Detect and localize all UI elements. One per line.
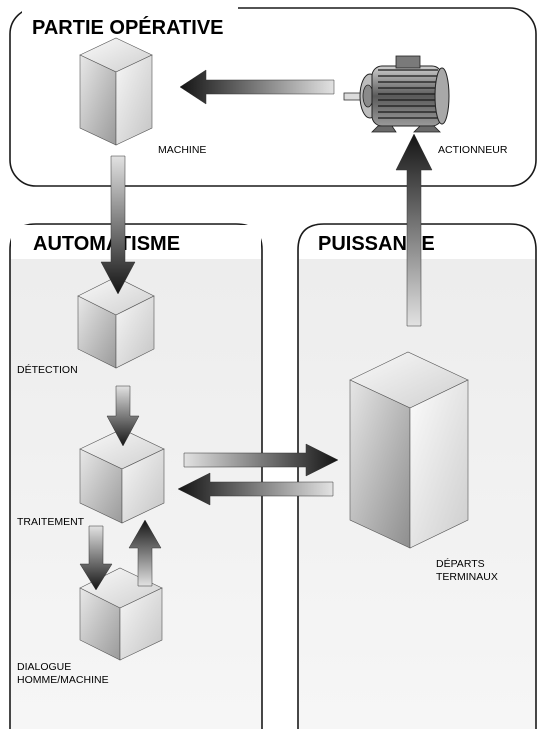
dialogue-label-line2: HOMME/MACHINE <box>17 674 109 686</box>
arrow-actionneur-to-machine <box>179 69 335 105</box>
electric-motor-icon <box>343 55 450 133</box>
arrow-departs-to-traitement <box>177 472 334 506</box>
arrow-traitement-to-dialogue <box>79 525 113 591</box>
arrow-detection-to-traitement <box>106 385 140 447</box>
departs-block <box>349 351 469 549</box>
puissance-panel-title: PUISSANCE <box>318 233 435 255</box>
actionneur-label: ACTIONNEUR <box>438 144 508 156</box>
operative-panel-title: PARTIE OPÉRATIVE <box>32 16 224 39</box>
operative-title-bg <box>22 4 238 18</box>
traitement-label: TRAITEMENT <box>17 516 85 528</box>
detection-cube <box>77 276 155 369</box>
arrow-machine-to-detection <box>100 155 136 295</box>
automatisme-panel-title: AUTOMATISME <box>33 233 180 255</box>
detection-label: DÉTECTION <box>17 363 78 376</box>
traitement-cube <box>79 428 165 524</box>
arrow-traitement-to-departs <box>183 443 339 477</box>
arrow-dialogue-to-traitement <box>128 519 162 587</box>
arrow-departs-to-actionneur <box>395 133 433 327</box>
departs-label-line1: DÉPARTS <box>436 557 485 570</box>
dialogue-label-line1: DIALOGUE <box>17 661 71 673</box>
machine-cube <box>79 37 153 146</box>
departs-label-line2: TERMINAUX <box>436 571 498 583</box>
machine-label: MACHINE <box>158 144 206 156</box>
